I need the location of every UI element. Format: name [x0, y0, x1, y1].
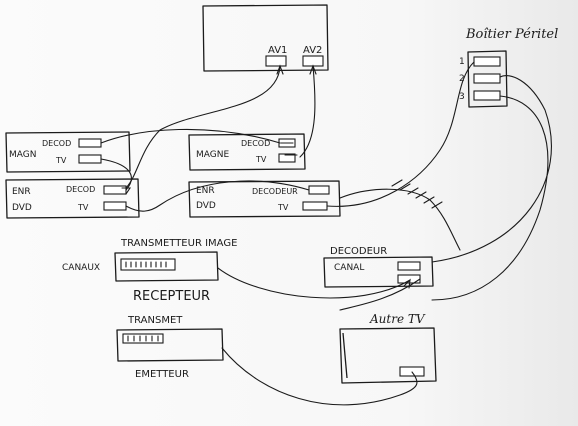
peritel-num-2: 2 — [459, 74, 465, 84]
enr-mid-line1: ENR — [196, 186, 215, 196]
enr-left-tv-label: TV — [77, 203, 89, 212]
magne-mid-decod-label: DECOD — [241, 139, 270, 148]
transmet-channel-bar — [122, 333, 164, 344]
transmetteur-recepteur-label: RECEPTEUR — [133, 289, 210, 304]
transmetteur-box: TRANSMETTEUR IMAGE CANAUX RECEPTEUR — [62, 238, 237, 304]
enr-left-box: ENR DVD DECOD TV — [5, 178, 140, 219]
enr-mid-decodeur-port — [308, 185, 330, 195]
wires — [100, 61, 552, 406]
autre-tv-title: Autre TV — [369, 312, 426, 326]
transmetteur-title: TRANSMETTEUR IMAGE — [120, 238, 237, 249]
enr-left-line1: ENR — [12, 187, 31, 197]
peritel-port-1 — [473, 56, 501, 67]
magn-left-decod-port — [78, 138, 102, 148]
enr-left-decod-port — [103, 185, 127, 195]
decodeur-port-top — [397, 261, 421, 271]
magn-left-name: MAGN — [9, 150, 36, 160]
magne-mid-tv-port — [278, 153, 296, 163]
autre-tv-box: Autre TV — [339, 312, 437, 384]
magne-mid-box: MAGNE DECOD TV — [188, 133, 306, 171]
transmet-box: TRANSMET EMETTEUR — [116, 315, 224, 380]
enr-mid-decodeur-label: DECODEUR — [252, 187, 298, 196]
tv-av2-label: AV2 — [303, 45, 322, 56]
decodeur-title: DECODEUR — [330, 246, 387, 257]
main-tv: AV1 AV2 — [202, 4, 329, 72]
magn-left-tv-port — [78, 154, 102, 164]
peritel-port-2 — [473, 73, 501, 84]
peritel-title: Boîtier Péritel — [465, 27, 558, 42]
enr-left-line2: DVD — [12, 203, 32, 213]
enr-mid-tv-port — [302, 201, 328, 211]
transmetteur-canaux-label: CANAUX — [62, 263, 100, 273]
transmetteur-channel-bar — [120, 258, 176, 271]
peritel-port-3 — [473, 90, 501, 101]
transmet-title: TRANSMET — [127, 315, 183, 326]
magn-left-decod-label: DECOD — [42, 139, 71, 148]
enr-left-tv-port — [103, 201, 127, 211]
transmet-emetteur-label: EMETTEUR — [135, 369, 189, 380]
magn-left-box: MAGN DECOD TV — [5, 131, 131, 173]
magn-left-tv-label: TV — [55, 156, 67, 165]
enr-mid-box: ENR DVD DECODEUR TV — [188, 180, 341, 218]
magne-mid-tv-label: TV — [255, 155, 267, 164]
enr-left-decod-label: DECOD — [66, 185, 95, 194]
tv-av1-port — [265, 55, 287, 67]
decodeur-canal-label: CANAL — [334, 263, 364, 273]
peritel-num-3: 3 — [459, 92, 465, 102]
tv-av1-label: AV1 — [268, 45, 287, 56]
enr-mid-tv-label: TV — [277, 203, 289, 212]
peritel-box: Boîtier Péritel 1 2 3 — [459, 27, 558, 108]
magne-mid-name: MAGNE — [196, 150, 229, 160]
enr-mid-line2: DVD — [196, 201, 216, 211]
peritel-num-1: 1 — [459, 57, 465, 67]
